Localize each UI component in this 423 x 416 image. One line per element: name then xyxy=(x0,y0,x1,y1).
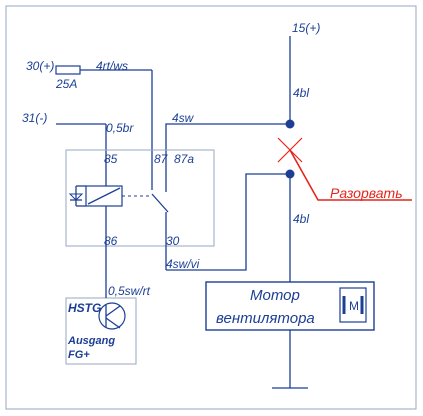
relay-switch-blade xyxy=(151,193,169,213)
label-hstg: HSTG xyxy=(68,301,101,315)
fuse xyxy=(55,65,81,75)
label-05sw-rt: 0,5sw/rt xyxy=(108,284,151,298)
diode-symbol xyxy=(68,193,84,201)
wire-4sw-vi xyxy=(166,173,290,271)
label-15: 15(+) xyxy=(292,21,320,35)
label-4sw-vi: 4sw/vi xyxy=(166,257,200,271)
label-fg-plus: FG+ xyxy=(68,349,90,361)
label-4sw: 4sw xyxy=(172,111,195,125)
label-4rt-ws: 4rt/ws xyxy=(96,59,128,73)
motor-label-line1: Мотор xyxy=(250,287,300,304)
label-pin-87a: 87a xyxy=(174,152,194,166)
label-pin-85: 85 xyxy=(104,152,118,166)
relay-coil-slash xyxy=(87,187,121,205)
label-ausgang: Ausgang xyxy=(67,335,115,347)
transistor-collector xyxy=(105,305,121,317)
label-fuse: 25A xyxy=(55,77,77,91)
transistor-emitter xyxy=(105,317,121,329)
hstg-box xyxy=(65,297,137,365)
label-pin-30: 30 xyxy=(166,234,180,248)
motor-label-line2: вентилятора xyxy=(216,310,315,327)
relay-housing xyxy=(65,149,215,247)
label-31: 31(-) xyxy=(22,111,47,125)
wire-4sw xyxy=(165,123,290,186)
label-pin-86: 86 xyxy=(104,234,118,248)
transistor-symbol xyxy=(98,302,126,330)
motor-symbol-letter: M xyxy=(349,299,359,313)
label-pin-87: 87 xyxy=(154,152,169,166)
label-4bl-bottom: 4bl xyxy=(293,212,309,226)
label-05br: 0,5br xyxy=(106,121,134,135)
label-4bl-top: 4bl xyxy=(293,86,309,100)
label-cut: Разорвать xyxy=(330,185,403,201)
cut-leader xyxy=(289,149,412,201)
label-30: 30(+) xyxy=(26,59,54,73)
diagram-frame xyxy=(5,5,417,410)
